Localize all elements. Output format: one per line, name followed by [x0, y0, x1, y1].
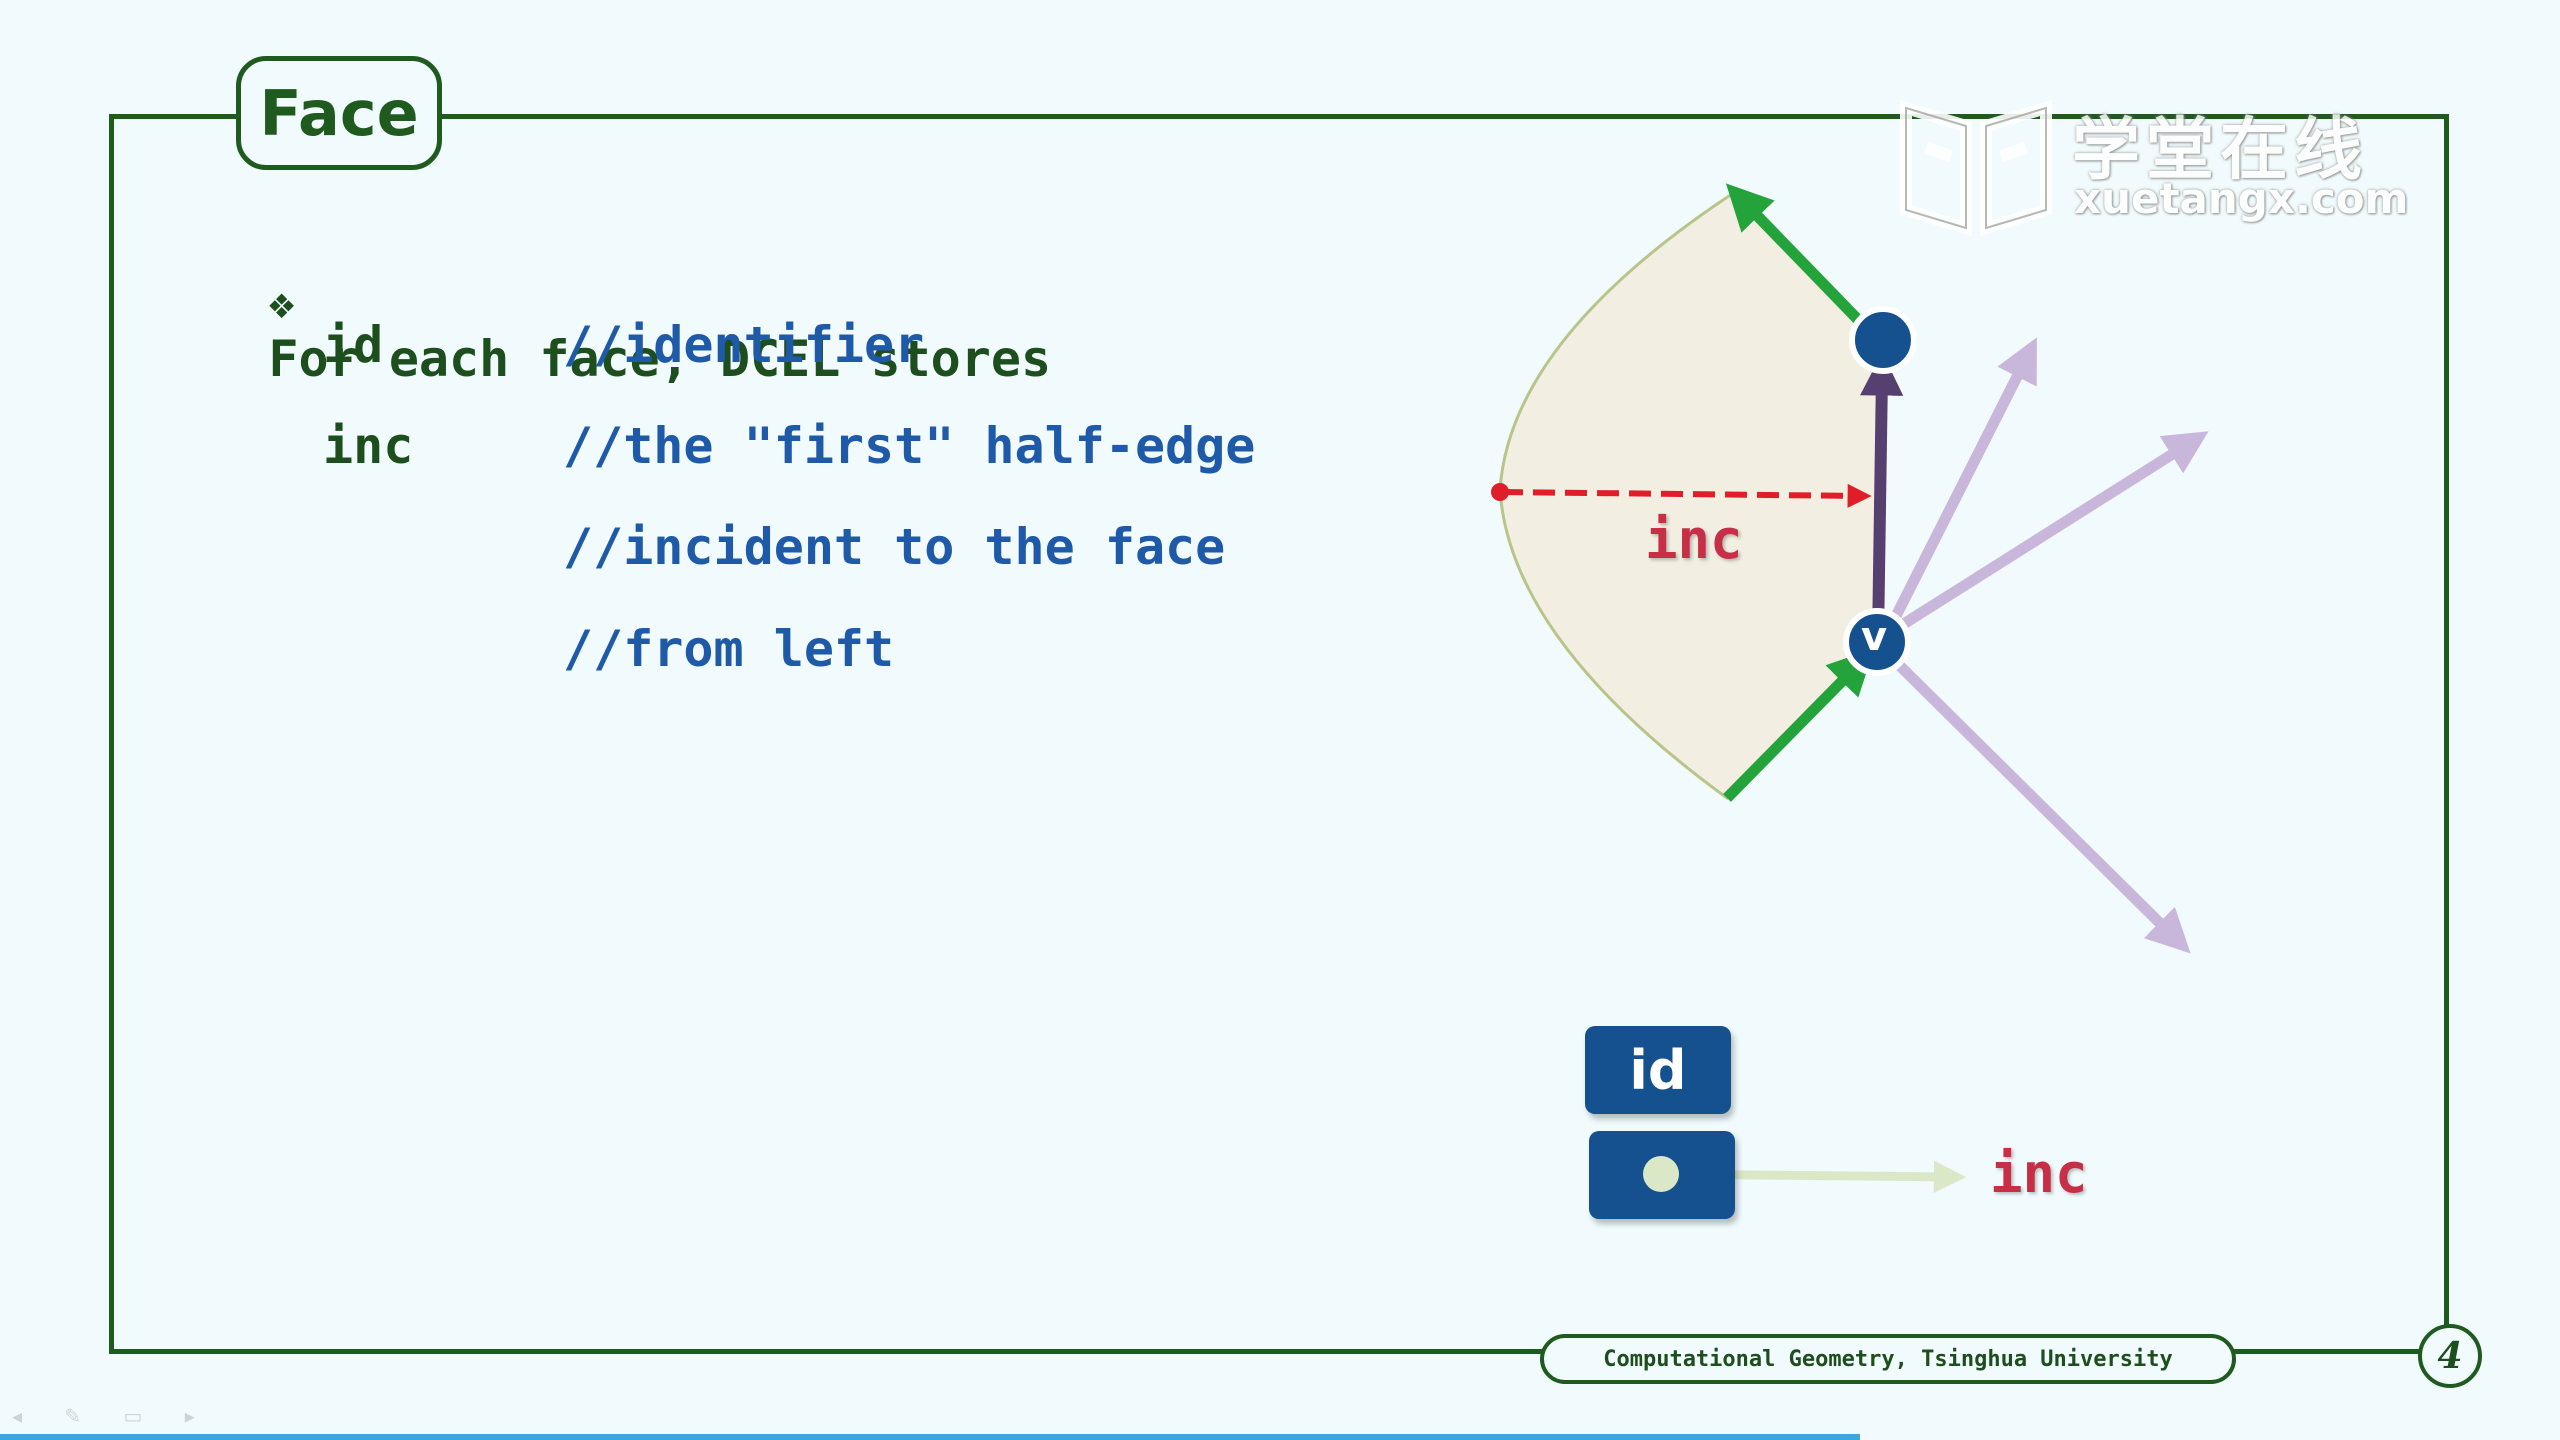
slide-frame	[109, 114, 2449, 1354]
record-pointer-dot	[1643, 1156, 1679, 1192]
bullet-text: For each face, DCEL stores	[268, 330, 1052, 388]
inc-pointer-dashed	[1500, 483, 1872, 508]
comment-line-incident: //incident to the face	[563, 518, 1226, 576]
watermark-domain: xuetangx.com	[2074, 174, 2409, 223]
record-id-field: id	[1585, 1026, 1731, 1114]
xuetangx-watermark: 学堂在线 xuetangx.com	[1896, 88, 2416, 238]
inc-pointer-origin	[1491, 483, 1509, 501]
edge-inc	[1860, 352, 1904, 641]
slideshow-controls[interactable]: ◂ ✎ ▭ ▸	[12, 1404, 213, 1428]
edge-lilac-1	[1890, 337, 2037, 621]
page-number: 4	[2418, 1324, 2482, 1388]
vertex-v-label: v	[1861, 614, 1888, 660]
xuetangx-logo-icon	[1900, 99, 2052, 237]
edge-lilac-2	[1899, 431, 2209, 630]
slide-title: Face	[259, 76, 419, 150]
bullet-line: ❖ For each face, DCEL stores	[148, 214, 1051, 446]
vertex-v	[1843, 608, 1911, 676]
edge-green-bottom	[1723, 648, 1875, 802]
field-name-id: id	[323, 316, 384, 374]
field-comment-inc: //the "first" half-edge	[563, 417, 1256, 475]
inc-label-face: inc	[1645, 508, 1743, 571]
slide-title-box: Face	[236, 56, 442, 170]
field-comment-id: //identifier	[563, 316, 925, 374]
field-name-inc: inc	[323, 417, 414, 475]
inc-label-record: inc	[1990, 1142, 2088, 1205]
bullet-icon: ❖	[268, 278, 295, 329]
comment-line-from-left: //from left	[563, 620, 895, 678]
footer-label: Computational Geometry, Tsinghua Univers…	[1540, 1334, 2236, 1384]
video-progress-bar[interactable]	[0, 1434, 1860, 1440]
edge-lilac-3	[1896, 662, 2191, 954]
watermark-chinese: 学堂在线	[2072, 111, 2369, 190]
edge-green-top	[1725, 183, 1872, 334]
vertex-top	[1849, 306, 1917, 374]
record-id-label: id	[1629, 1038, 1687, 1102]
